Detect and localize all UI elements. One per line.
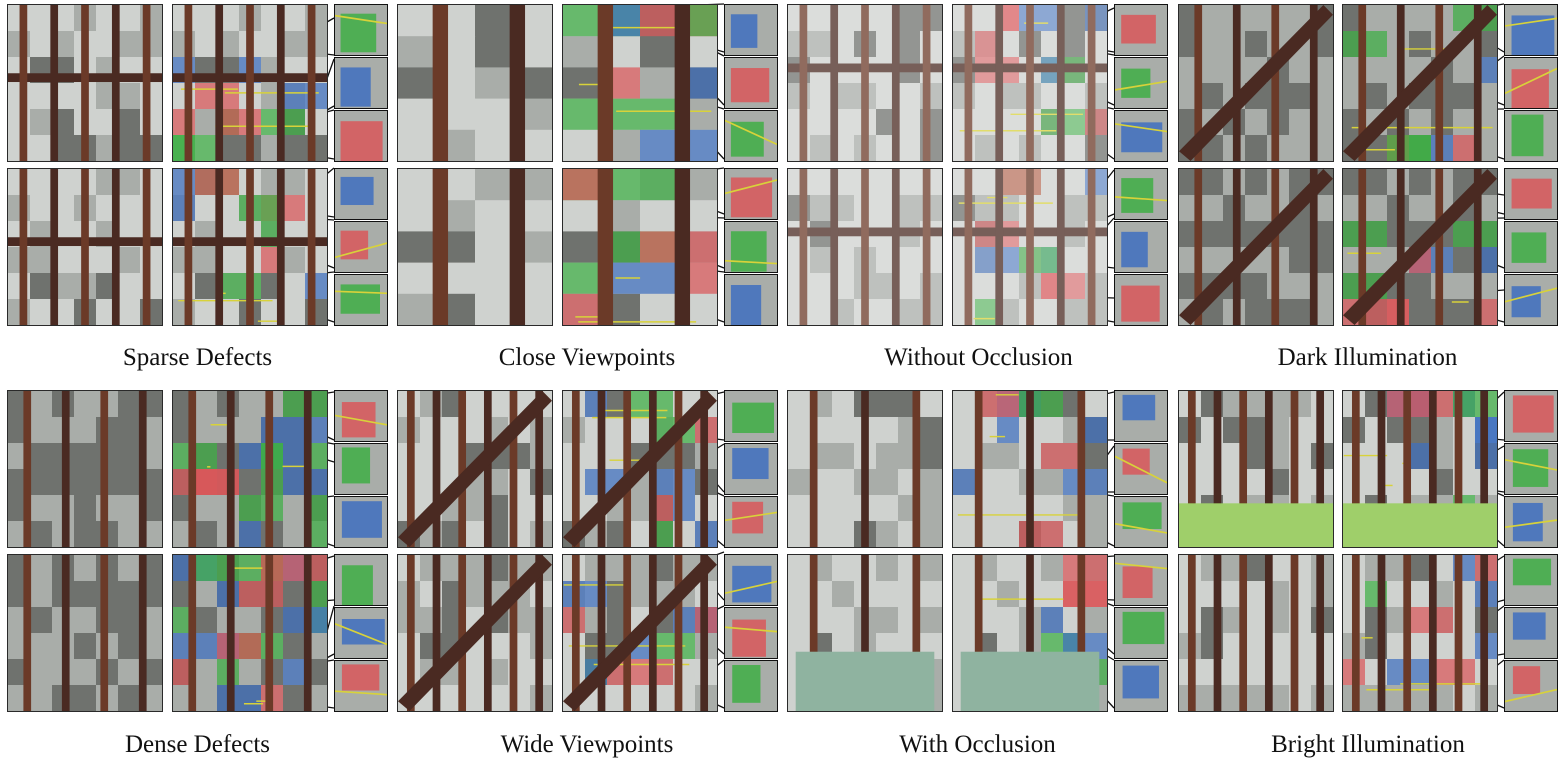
with-zoom-1-2	[1114, 443, 1168, 495]
without-segmented-2	[952, 168, 1108, 326]
wide-zoom-2-3	[724, 660, 778, 712]
wide-zoom-2-2	[724, 607, 778, 659]
bright-segmented-1	[1342, 390, 1498, 548]
dark-original-2	[1178, 168, 1334, 326]
wide-zoom-1-2	[724, 443, 778, 495]
wide-zoom-1-1	[724, 390, 778, 442]
close-segmented-2	[562, 168, 718, 326]
with-original-1	[787, 390, 943, 548]
with-segmented-1	[952, 390, 1108, 548]
dense-zoom-1-3	[334, 496, 388, 548]
caption-dark-illumination: Dark Illumination	[1277, 344, 1458, 371]
with-original-2	[787, 554, 943, 712]
sparse-zoom-1-2	[334, 57, 388, 109]
wide-zoom-1-3	[724, 496, 778, 548]
with-zoom-2-3	[1114, 660, 1168, 712]
close-original-1	[397, 4, 553, 162]
bright-zoom-1-2	[1504, 443, 1558, 495]
without-zoom-2-3	[1114, 274, 1168, 326]
dense-zoom-2-2	[334, 607, 388, 659]
with-zoom-2-1	[1114, 554, 1168, 606]
without-zoom-1-2	[1114, 57, 1168, 109]
wide-segmented-1	[562, 390, 718, 548]
dark-zoom-2-2	[1504, 221, 1558, 273]
with-zoom-1-3	[1114, 496, 1168, 548]
wide-original-1	[397, 390, 553, 548]
caption-close-viewpoints: Close Viewpoints	[498, 344, 676, 371]
caption-bright-illumination: Bright Illumination	[1271, 731, 1465, 758]
with-zoom-1-1	[1114, 390, 1168, 442]
without-zoom-1-1	[1114, 4, 1168, 56]
without-zoom-2-1	[1114, 168, 1168, 220]
dense-original-2	[7, 554, 163, 712]
dense-zoom-2-3	[334, 660, 388, 712]
bright-zoom-2-2	[1504, 607, 1558, 659]
close-zoom-1-2	[724, 57, 778, 109]
wide-segmented-2	[562, 554, 718, 712]
sparse-segmented-2	[172, 168, 328, 326]
dark-zoom-1-2	[1504, 57, 1558, 109]
caption-sparse-defects: Sparse Defects	[122, 344, 273, 371]
without-segmented-1	[952, 4, 1108, 162]
close-zoom-2-2	[724, 221, 778, 273]
dark-segmented-1	[1342, 4, 1498, 162]
sparse-zoom-1-3	[334, 110, 388, 162]
sparse-zoom-2-2	[334, 221, 388, 273]
dark-original-1	[1178, 4, 1334, 162]
dense-zoom-1-2	[334, 443, 388, 495]
caption-with-occlusion: With Occlusion	[899, 731, 1056, 758]
bright-zoom-1-3	[1504, 496, 1558, 548]
bright-zoom-2-3	[1504, 660, 1558, 712]
caption-dense-defects: Dense Defects	[124, 731, 271, 758]
without-zoom-2-2	[1114, 221, 1168, 273]
caption-without-occlusion: Without Occlusion	[884, 344, 1073, 371]
dark-zoom-1-1	[1504, 4, 1558, 56]
without-zoom-1-3	[1114, 110, 1168, 162]
bright-zoom-1-1	[1504, 390, 1558, 442]
sparse-original-2	[7, 168, 163, 326]
close-zoom-1-1	[724, 4, 778, 56]
with-zoom-2-2	[1114, 607, 1168, 659]
wide-original-2	[397, 554, 553, 712]
close-zoom-2-1	[724, 168, 778, 220]
dense-zoom-1-1	[334, 390, 388, 442]
dark-zoom-2-1	[1504, 168, 1558, 220]
dense-segmented-2	[172, 554, 328, 712]
bright-original-2	[1178, 554, 1334, 712]
bright-segmented-2	[1342, 554, 1498, 712]
close-original-2	[397, 168, 553, 326]
sparse-original-1	[7, 4, 163, 162]
dark-zoom-2-3	[1504, 274, 1558, 326]
with-segmented-2	[952, 554, 1108, 712]
close-segmented-1	[562, 4, 718, 162]
close-zoom-1-3	[724, 110, 778, 162]
without-original-1	[787, 4, 943, 162]
close-zoom-2-3	[724, 274, 778, 326]
dense-segmented-1	[172, 390, 328, 548]
dark-zoom-1-3	[1504, 110, 1558, 162]
bright-zoom-2-1	[1504, 554, 1558, 606]
wide-zoom-2-1	[724, 554, 778, 606]
sparse-zoom-1-1	[334, 4, 388, 56]
sparse-zoom-2-3	[334, 274, 388, 326]
caption-wide-viewpoints: Wide Viewpoints	[500, 731, 674, 758]
dark-segmented-2	[1342, 168, 1498, 326]
sparse-zoom-2-1	[334, 168, 388, 220]
dense-zoom-2-1	[334, 554, 388, 606]
without-original-2	[787, 168, 943, 326]
bright-original-1	[1178, 390, 1334, 548]
sparse-segmented-1	[172, 4, 328, 162]
dense-original-1	[7, 390, 163, 548]
